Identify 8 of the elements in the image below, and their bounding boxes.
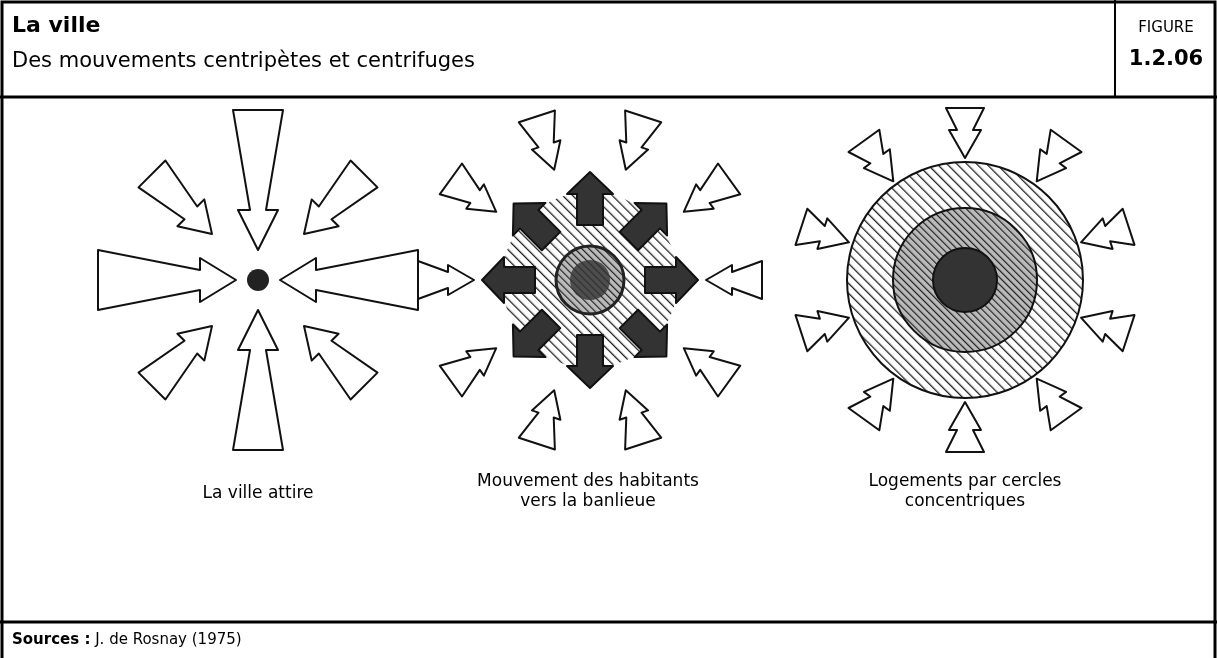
figure-number: 1.2.06 (1127, 46, 1205, 70)
source-note: Sources : J. de Rosnay (1975) (12, 630, 242, 648)
drawing-caption: La ville attire (201, 482, 315, 502)
subtitle: Des mouvements centripètes et centrifuges (12, 48, 475, 72)
drawing-caption: Logements par cercles concentriques (867, 470, 1063, 510)
figure-label: FIGURE (1137, 18, 1195, 36)
drawing-caption: Mouvement des habitants vers la banlieue (476, 470, 700, 510)
title: La ville (12, 12, 101, 37)
